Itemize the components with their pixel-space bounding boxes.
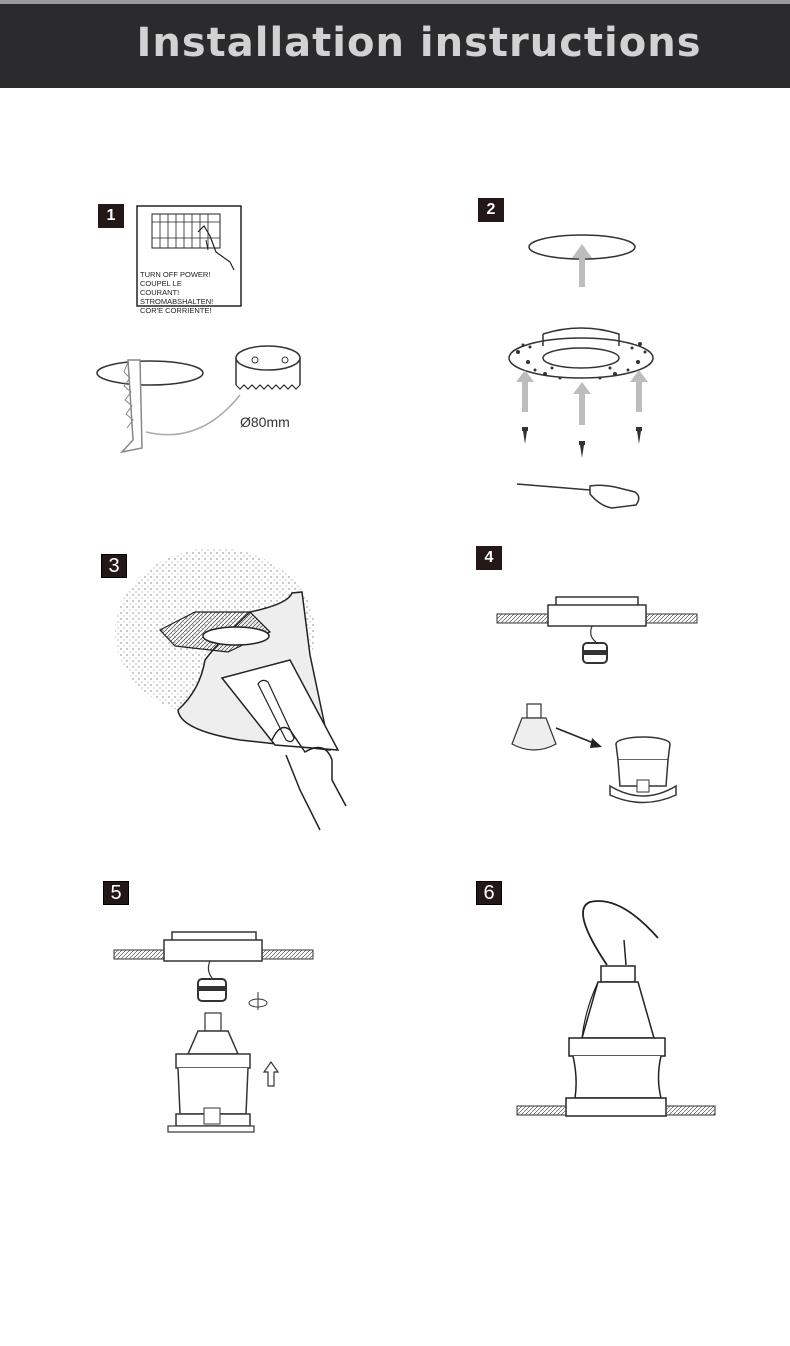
warning-line-1: TURN OFF POWER! <box>140 270 211 279</box>
header-banner: Installation instructions <box>0 0 790 88</box>
step-2-badge: 2 <box>478 198 504 222</box>
page-title: Installation instructions <box>136 20 702 66</box>
warning-text: TURN OFF POWER! COUPEL LE COURANT! STROM… <box>140 270 213 315</box>
warning-line-4: COR'E CORRIENTE! <box>140 306 212 315</box>
warning-line-2: COUPEL LE COURANT! <box>140 279 182 297</box>
step-6-badge: 6 <box>476 881 502 905</box>
step-1-badge: 1 <box>98 204 124 228</box>
step-3-badge: 3 <box>101 554 127 578</box>
hole-diameter-label: Ø80mm <box>240 414 290 430</box>
warning-line-3: STROMABSHALTEN! <box>140 297 214 306</box>
step-5-badge: 5 <box>103 881 129 905</box>
step-4-badge: 4 <box>476 546 502 570</box>
